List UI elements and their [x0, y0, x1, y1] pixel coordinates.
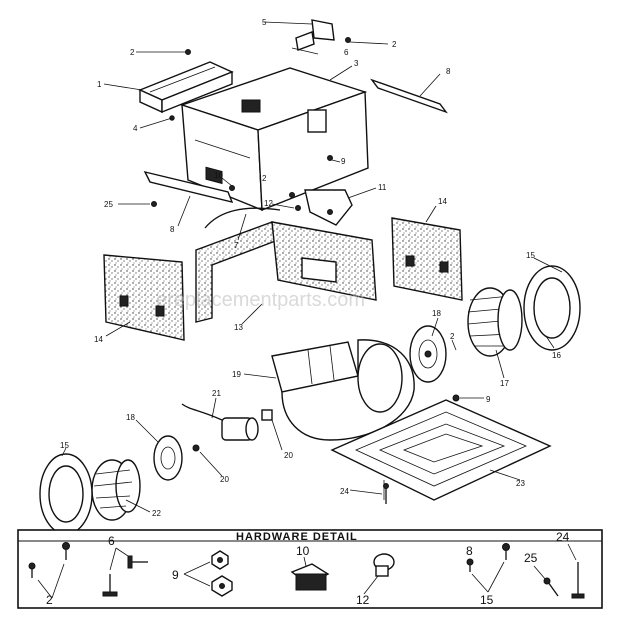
label-1: 1: [97, 80, 102, 89]
part-23-grille: [330, 399, 552, 501]
hardware-screw-24-25: 24 25: [524, 530, 585, 599]
housing-knockout: [307, 109, 327, 133]
hardware-label-2: 2: [46, 593, 53, 607]
part-14-insulation-panel-left: [103, 254, 185, 341]
label-5: 5: [262, 18, 267, 27]
housing-opening-1: [205, 166, 223, 185]
part-17-blower-wheel-right: [467, 287, 523, 357]
hardware-detail-box: HARDWARE DETAIL 2 6: [17, 529, 603, 609]
part-13-insulation-baffle: [195, 221, 377, 323]
label-6: 6: [344, 48, 349, 57]
label-13: 13: [234, 323, 243, 332]
label-24: 24: [340, 487, 349, 496]
label-4: 4: [133, 124, 138, 133]
part-15-inlet-ring-left: [39, 453, 93, 535]
label-15: 15: [526, 251, 535, 260]
part-21-motor: [181, 403, 273, 452]
part-22-blower-wheel-left: [91, 459, 141, 521]
part-labels: 1 2 2 3 4 5 6 8 9 10 11 2 25 8 12 7 14 1…: [60, 18, 561, 518]
hardware-nut-9: 9: [172, 550, 233, 597]
label-11: 11: [378, 183, 387, 192]
label-2: 2: [392, 40, 397, 49]
part-7-cord: [151, 155, 333, 229]
hardware-screw-6: 6: [102, 534, 148, 597]
part-19-scroll-housing: [271, 339, 460, 441]
label-25: 25: [104, 200, 113, 209]
hardware-label-8: 8: [466, 544, 473, 558]
label-9: 9: [341, 157, 346, 166]
hardware-label-6: 6: [108, 534, 115, 548]
label-8: 8: [446, 67, 451, 76]
part-1-damper-duct: [138, 61, 234, 114]
label-23: 23: [516, 479, 525, 488]
hardware-screw-8-15: 8 15: [466, 543, 510, 607]
label-17: 17: [500, 379, 509, 388]
hardware-label-25: 25: [524, 551, 538, 565]
watermark: ereplacementparts.com: [156, 289, 365, 311]
label-14: 14: [94, 335, 103, 344]
label-20: 20: [284, 451, 293, 460]
part-18-motor-plate-left: [153, 435, 183, 481]
part-8-mounting-bracket-left: [143, 170, 235, 204]
label-7: 7: [234, 241, 239, 250]
label-16: 16: [552, 351, 561, 360]
part-24-screw: [383, 483, 389, 504]
hardware-label-12: 12: [356, 593, 370, 607]
label-10: 10: [214, 171, 223, 180]
hardware-detail-title: HARDWARE DETAIL: [236, 531, 358, 543]
label-9: 9: [486, 395, 491, 404]
part-8-mounting-bracket-top: [370, 78, 448, 114]
label-12: 12: [264, 199, 273, 208]
label-18: 18: [126, 413, 135, 422]
label-15: 15: [60, 441, 69, 450]
label-21: 21: [212, 389, 221, 398]
label-2: 2: [450, 332, 455, 341]
part-14-insulation-panel-right: [391, 217, 463, 301]
hardware-grommet-12: 12: [356, 553, 395, 607]
hardware-label-15: 15: [480, 593, 494, 607]
label-18: 18: [432, 309, 441, 318]
part-3-housing-box: [179, 67, 369, 212]
label-3: 3: [354, 59, 359, 68]
part-11-motor-bracket: [304, 189, 353, 226]
hardware-clip-10: 10: [290, 544, 330, 591]
hardware-label-10: 10: [296, 544, 310, 558]
label-2: 2: [130, 48, 135, 57]
hardware-label-9: 9: [172, 568, 179, 582]
label-22: 22: [152, 509, 161, 518]
label-2: 2: [262, 174, 267, 183]
label-19: 19: [232, 370, 241, 379]
hardware-label-24: 24: [556, 530, 570, 544]
part-5-bracket: [169, 19, 351, 121]
housing-opening-2: [241, 99, 261, 113]
label-14: 14: [438, 197, 447, 206]
label-8: 8: [170, 225, 175, 234]
part-18-motor-plate-right: [409, 325, 447, 383]
part-16-inlet-ring-right: [523, 265, 581, 351]
label-20: 20: [220, 475, 229, 484]
leader-lines: [61, 21, 563, 513]
hardware-screw-2: 2: [28, 542, 70, 607]
